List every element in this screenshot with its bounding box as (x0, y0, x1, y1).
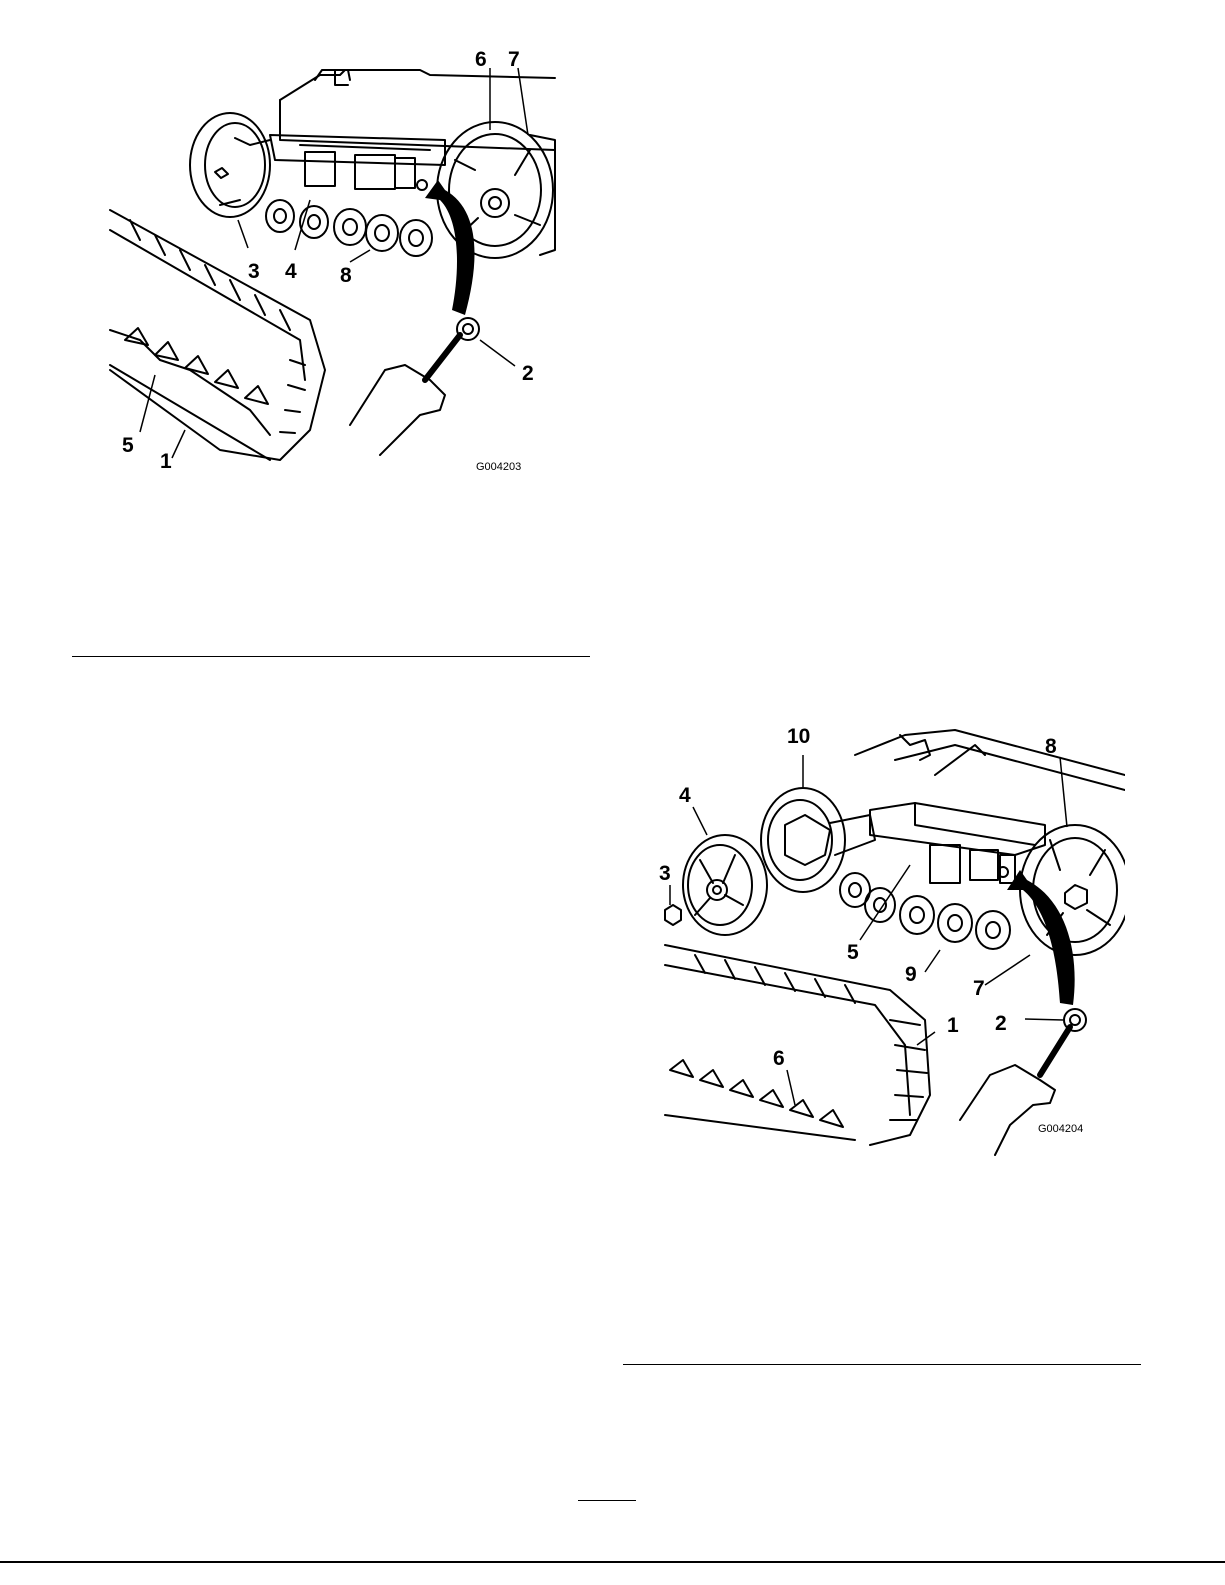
callout-1: 1 (160, 450, 172, 473)
callout-10: 10 (787, 725, 810, 748)
page-bottom-line (0, 1561, 1225, 1563)
hex-nut (665, 905, 681, 925)
figure-1: 1 2 3 4 5 6 7 8 G004203 (100, 40, 570, 490)
callout-2: 2 (995, 1012, 1007, 1035)
figure-code: G004203 (476, 461, 521, 473)
callout-4: 4 (285, 260, 297, 283)
callout-8: 8 (340, 264, 352, 287)
rubber-track (665, 945, 930, 1145)
adjust-bolt (417, 180, 427, 190)
track-frame (870, 803, 1045, 855)
callout-3: 3 (659, 862, 671, 885)
hand (960, 1065, 1055, 1155)
road-roller (938, 904, 972, 942)
figure-1-illustration: 1 2 3 4 5 6 7 8 G004203 (100, 40, 570, 490)
figure-code: G004204 (1038, 1123, 1083, 1135)
track-lugs (670, 1060, 843, 1127)
callout-7: 7 (508, 48, 520, 71)
callout-5: 5 (122, 434, 134, 457)
page-number-underline (578, 1500, 636, 1501)
callout-5: 5 (847, 941, 859, 964)
rotation-arrow (1007, 870, 1075, 1005)
track-lugs (125, 328, 268, 404)
machine-body (280, 70, 555, 100)
front-idler-wheel (190, 113, 270, 217)
callout-1: 1 (947, 1014, 959, 1037)
callout-6: 6 (475, 48, 487, 71)
road-roller (366, 215, 398, 251)
wrench (425, 335, 460, 380)
rotation-arrow (425, 180, 475, 315)
hand (350, 365, 445, 455)
tensioner-block (930, 845, 960, 883)
callout-2: 2 (522, 362, 534, 385)
section-divider (623, 1364, 1141, 1365)
figure-2-illustration: 1 2 3 4 5 6 7 8 9 10 G004204 (655, 715, 1125, 1165)
tensioner-block (305, 152, 335, 186)
callout-6: 6 (773, 1047, 785, 1070)
callout-3: 3 (248, 260, 260, 283)
callout-8: 8 (1045, 735, 1057, 758)
figure-2: 1 2 3 4 5 6 7 8 9 10 G004204 (655, 715, 1125, 1165)
machine-body (855, 730, 1125, 775)
wrench (1040, 1027, 1070, 1075)
section-divider (72, 656, 590, 657)
callout-4: 4 (679, 784, 691, 807)
callout-7: 7 (973, 977, 985, 1000)
callout-9: 9 (905, 963, 917, 986)
